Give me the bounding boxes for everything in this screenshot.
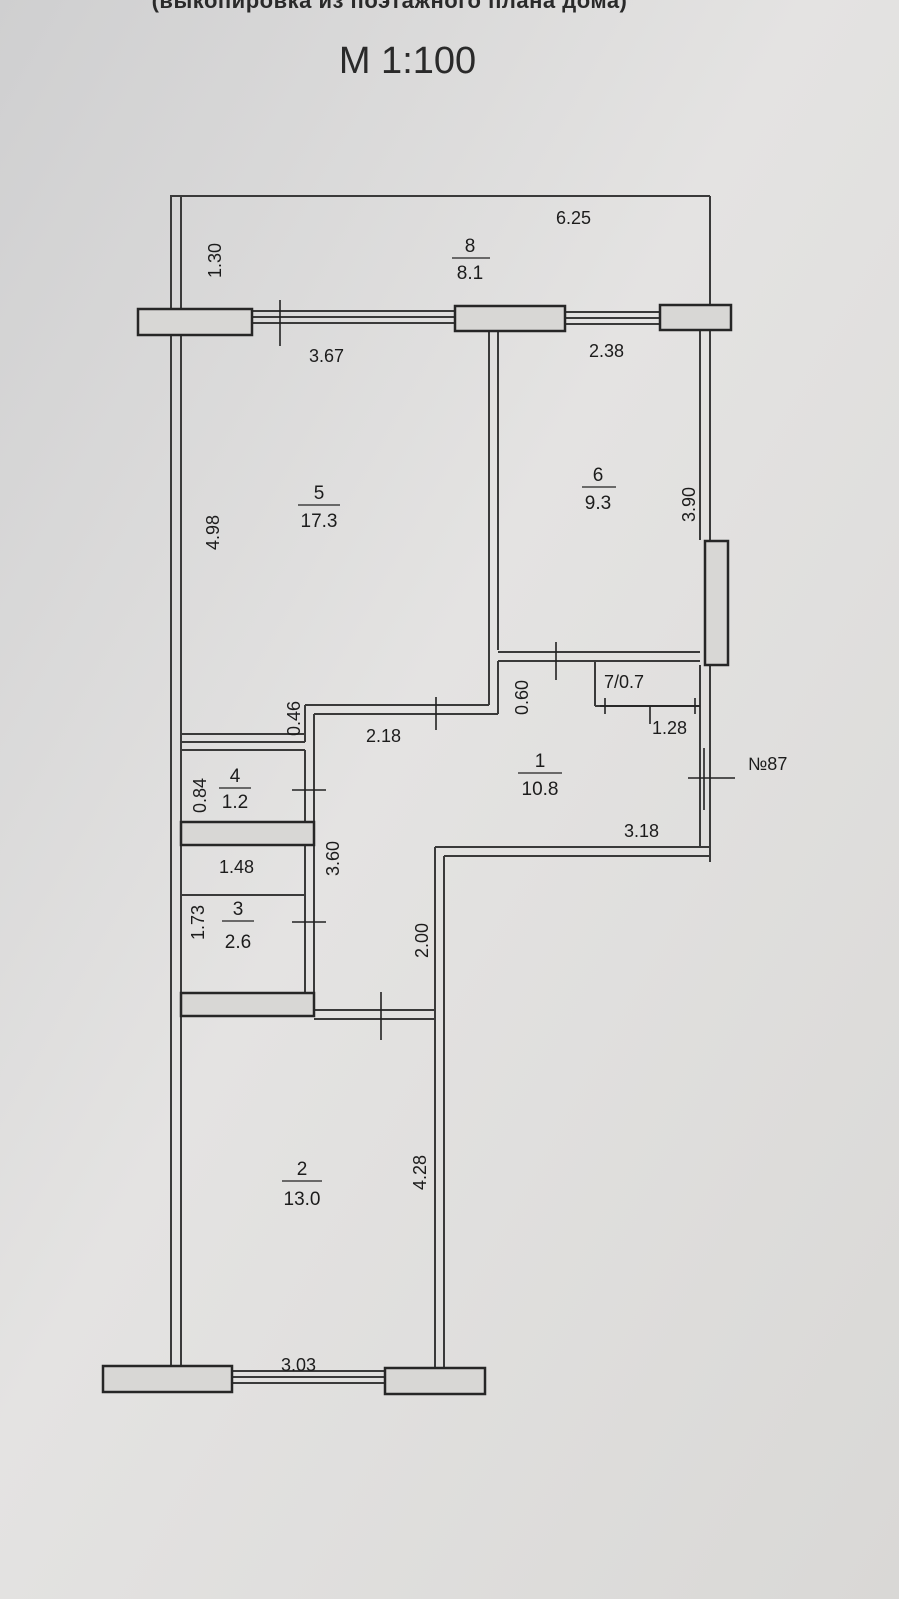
dim-closet-128: 1.28 — [652, 718, 687, 738]
room-8-label: 8 8.1 — [452, 236, 490, 284]
room-2-label: 2 13.0 — [282, 1159, 322, 1210]
room-3-area: 2.6 — [225, 932, 251, 953]
plan-scale: М 1:100 — [338, 40, 477, 82]
dim-room5-depth: 4.98 — [203, 515, 223, 550]
dim-hall-218: 2.18 — [366, 726, 401, 746]
pier-bottom-right — [383, 1366, 487, 1396]
dim-hall-060: 0.60 — [512, 680, 532, 715]
room-8-number: 8 — [465, 236, 476, 257]
plan-subtitle: (выкопировка из поэтажного плана дома) — [151, 0, 628, 13]
room-2-number: 2 — [297, 1159, 308, 1180]
door-marks — [279, 300, 735, 1040]
dim-room4-084: 0.84 — [190, 778, 210, 813]
pier-bottom-left — [101, 1364, 234, 1394]
room-6-label: 6 9.3 — [582, 465, 616, 514]
room-6-number: 6 — [593, 465, 604, 486]
window-piers — [101, 303, 733, 1396]
room-6-area: 9.3 — [585, 493, 611, 514]
room-5-area: 17.3 — [301, 511, 338, 532]
room-3-label: 3 2.6 — [222, 899, 254, 953]
room-3-number: 3 — [233, 899, 244, 920]
walls — [170, 195, 711, 1384]
room-7-label: 7/0.7 — [604, 672, 644, 692]
room-1-label: 1 10.8 — [518, 751, 562, 800]
dim-hall-360: 3.60 — [323, 841, 343, 876]
dim-room6-width: 2.38 — [589, 341, 624, 361]
dim-corridor-200: 2.00 — [412, 923, 432, 958]
dim-balcony-depth: 1.30 — [205, 243, 225, 278]
room-1-number: 1 — [535, 751, 546, 772]
dim-width-148: 1.48 — [219, 857, 254, 877]
pier-top-left — [136, 307, 254, 337]
dim-room5-width: 3.67 — [309, 346, 344, 366]
room-5-label: 5 17.3 — [298, 483, 340, 532]
dim-balcony-length: 6.25 — [556, 208, 591, 228]
pier-right-wall — [703, 539, 730, 667]
dim-room2-depth: 4.28 — [410, 1155, 430, 1190]
room-1-area: 10.8 — [522, 779, 559, 800]
room-2-area: 13.0 — [284, 1189, 321, 1210]
apartment-number: №87 — [748, 754, 787, 774]
room-5-number: 5 — [314, 483, 325, 504]
partition-block-1 — [179, 820, 316, 847]
dim-room2-width: 3.03 — [281, 1355, 316, 1375]
pier-top-middle — [453, 304, 567, 333]
pier-top-right — [658, 303, 733, 332]
room-4-number: 4 — [230, 766, 241, 787]
room-labels: 8 8.1 5 17.3 6 9.3 1 10.8 4 1.2 3 2.6 — [219, 236, 787, 1210]
dim-wall-046: 0.46 — [284, 701, 304, 736]
dim-room6-depth: 3.90 — [679, 487, 699, 522]
partition-block-2 — [179, 991, 316, 1018]
dimension-labels: 6.25 1.30 3.67 2.38 4.98 3.90 0.46 2.18 … — [188, 208, 699, 1375]
dim-room3-173: 1.73 — [188, 905, 208, 940]
room-8-area: 8.1 — [457, 263, 483, 284]
room-4-label: 4 1.2 — [219, 766, 251, 813]
room-4-area: 1.2 — [222, 792, 248, 813]
dim-hall-318: 3.18 — [624, 821, 659, 841]
